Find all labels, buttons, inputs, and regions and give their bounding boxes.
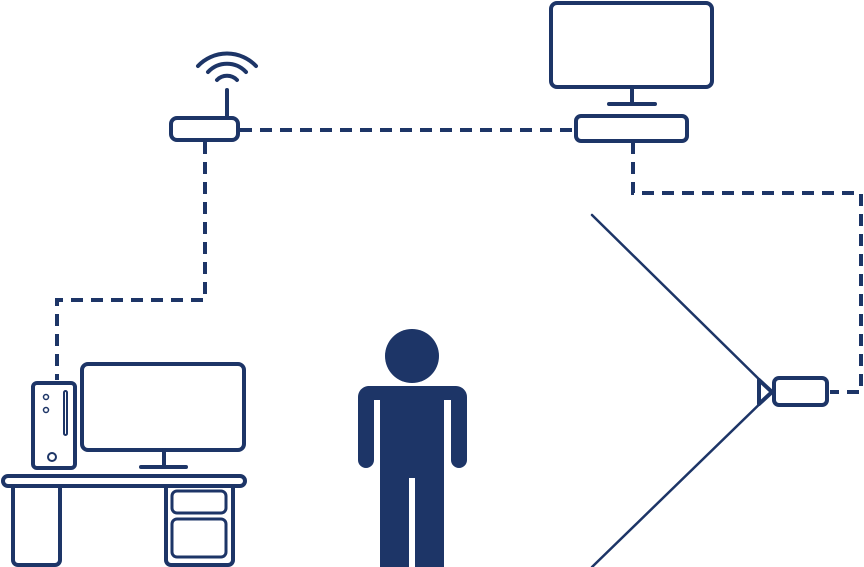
wifi-router-icon xyxy=(169,51,258,142)
camera-view-line xyxy=(590,390,774,567)
television-icon xyxy=(549,1,714,106)
camera-icon xyxy=(590,213,829,567)
camera-view-line xyxy=(590,213,774,394)
stb-to-camera-connection xyxy=(631,142,863,394)
router-to-computer-connection xyxy=(55,142,207,380)
desktop-computer-icon xyxy=(1,362,247,567)
person-icon xyxy=(357,329,467,567)
set-top-box-icon xyxy=(574,114,689,143)
